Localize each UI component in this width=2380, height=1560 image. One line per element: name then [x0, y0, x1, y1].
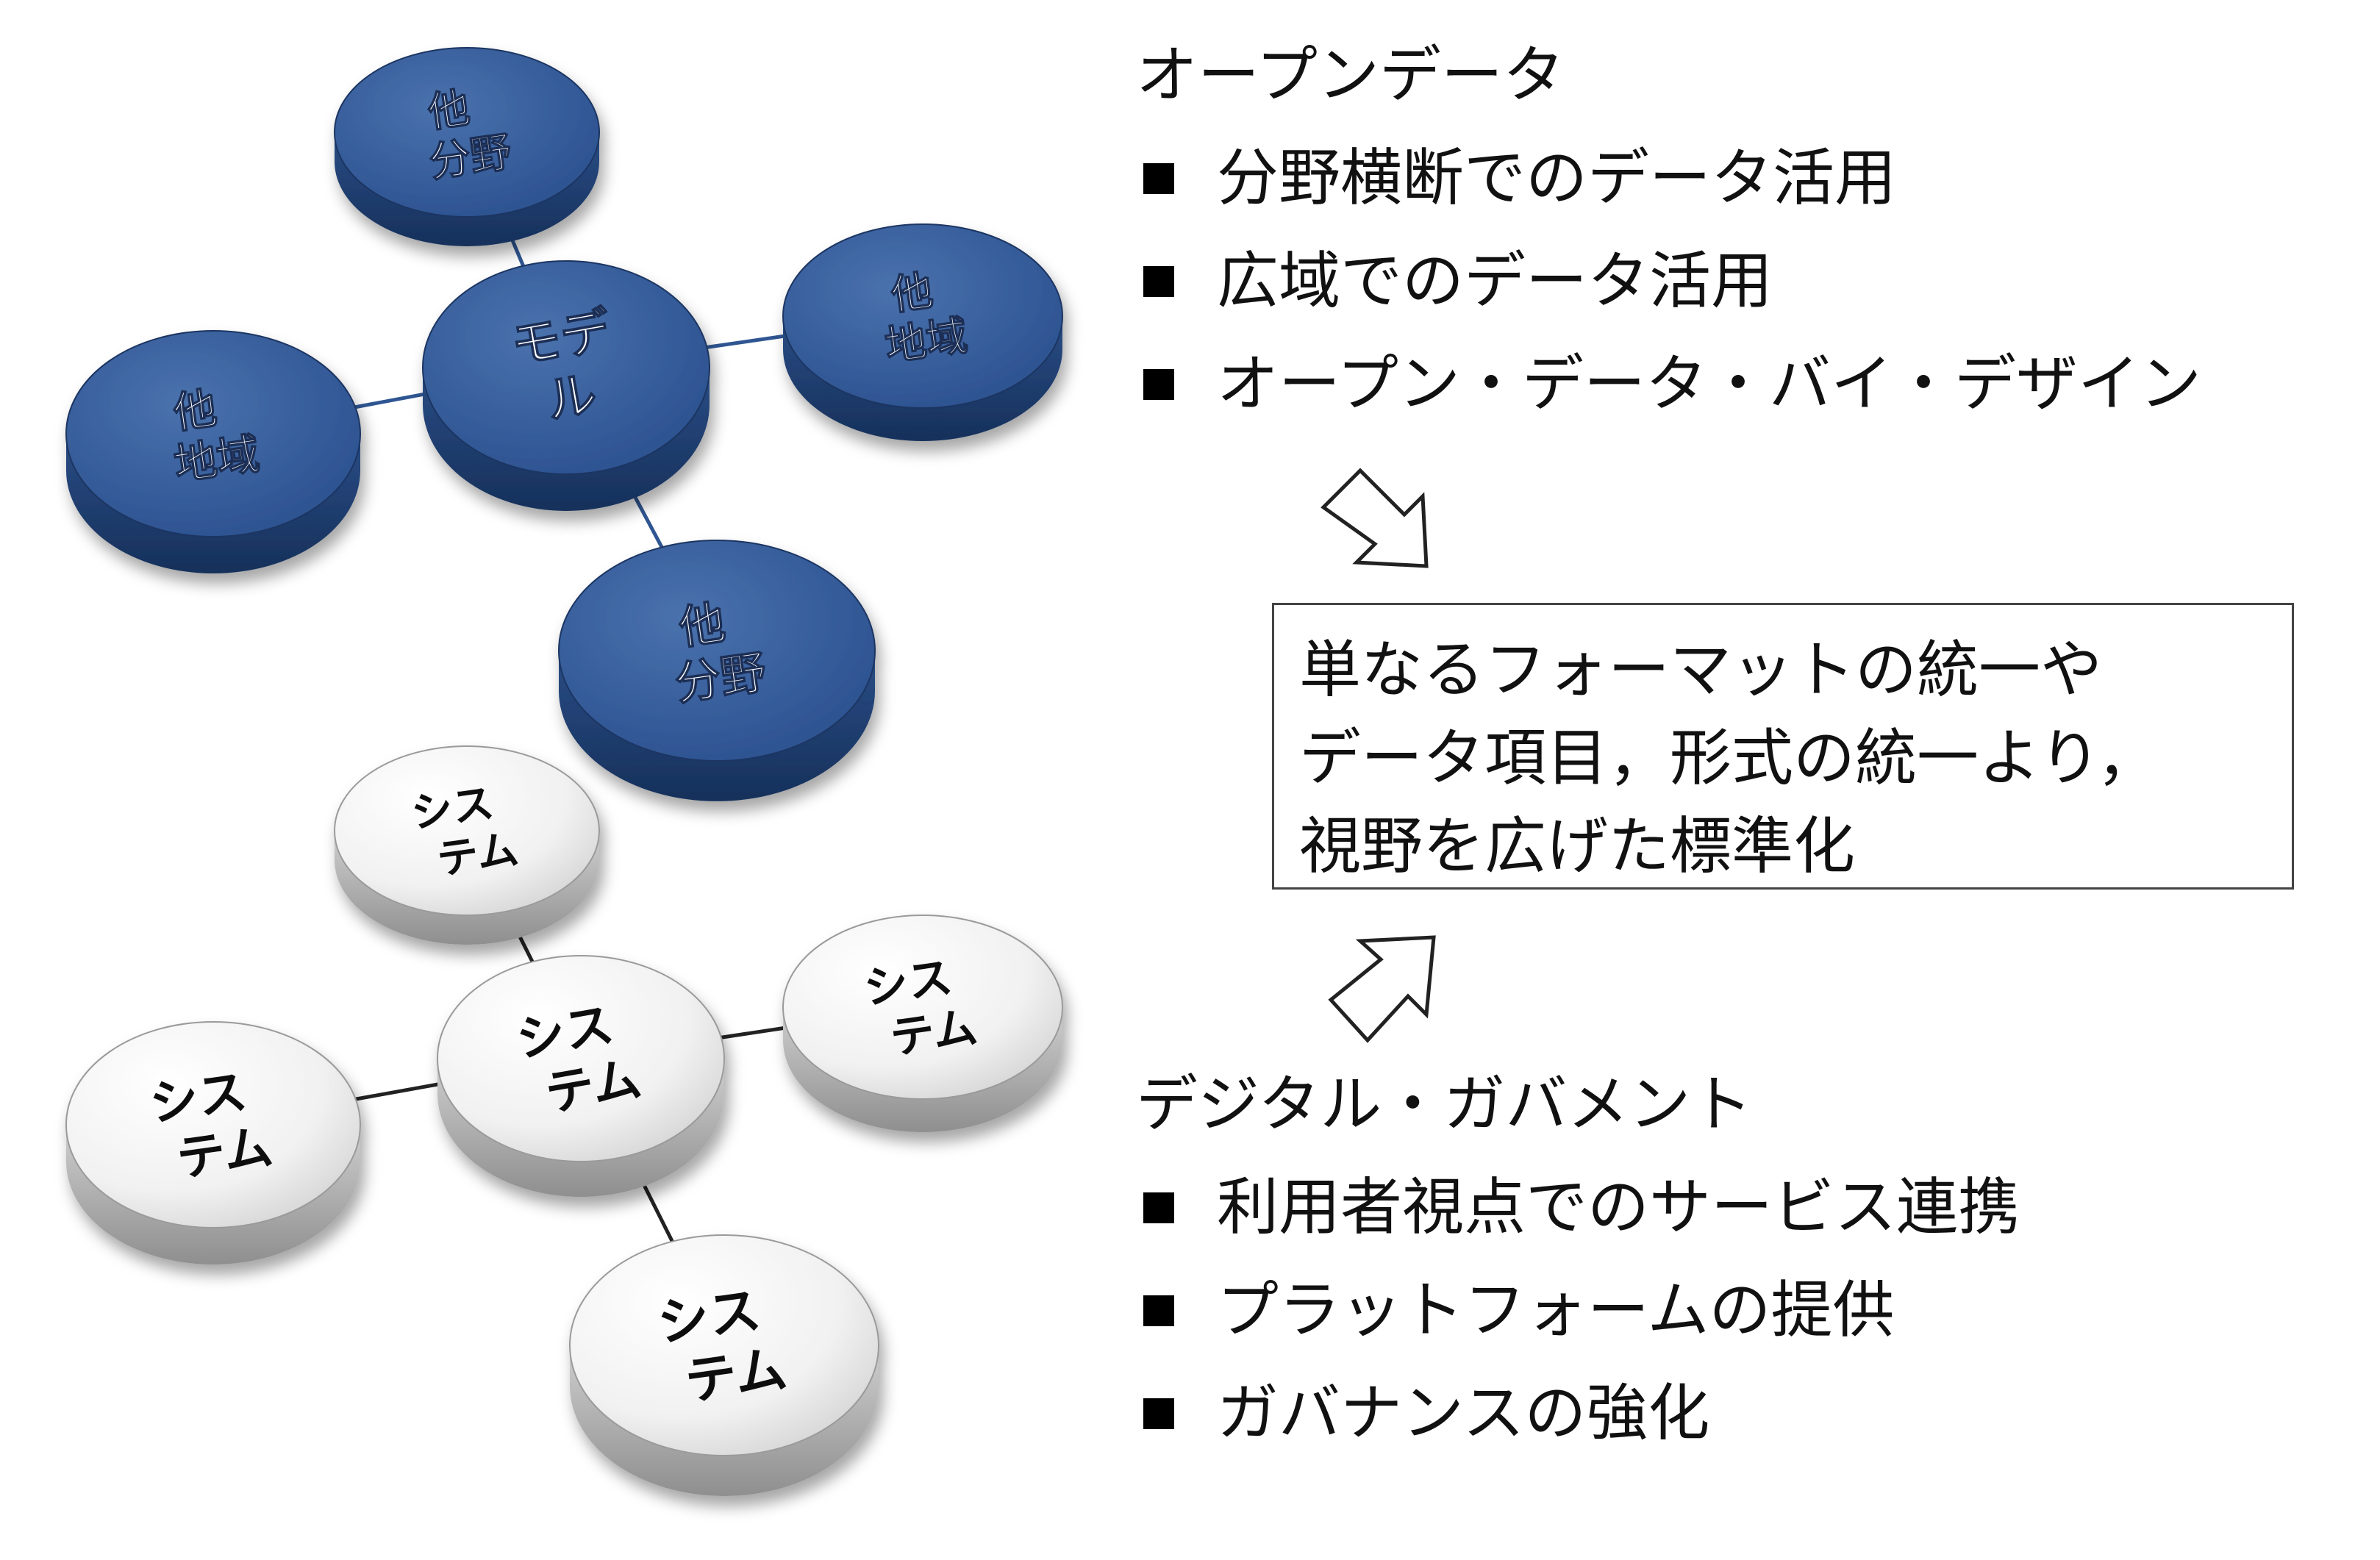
digital-government-list: 利用者視点でのサービス連携 プラットフォームの提供 ガバナンスの強化: [1143, 1176, 2020, 1485]
box-line: 単なるフォーマットの統一や: [1299, 634, 2103, 706]
list-item: 分野横断でのデータ活用: [1143, 147, 2201, 250]
open-data-item-label: 広域でのデータ活用: [1217, 245, 1773, 317]
satellite-disk-right: 他地域: [782, 223, 1063, 441]
disk-side: [335, 831, 599, 945]
disk-label: シス: [654, 1280, 764, 1354]
disk-label: テム: [887, 1001, 981, 1065]
disk-top: [782, 915, 1063, 1100]
disk-top: [334, 745, 600, 916]
disk-label: シス: [146, 1063, 250, 1133]
box-line: データ項目，形式の統一より，: [1299, 722, 2159, 794]
list-item: ガバナンスの強化: [1143, 1382, 2020, 1485]
disk-label: シス: [409, 779, 497, 838]
disk-label: 地域: [171, 429, 262, 490]
square-bullet-icon: [1143, 1398, 1174, 1429]
square-bullet-icon: [1143, 266, 1174, 297]
open-data-item-label: 分野横断でのデータ活用: [1217, 142, 1897, 214]
disk-top: [569, 1234, 879, 1456]
disk-label: ル: [542, 365, 601, 432]
disk-side: [783, 316, 1062, 441]
digital-government-item-label: 利用者視点でのサービス連携: [1217, 1171, 2020, 1243]
disk-side: [783, 1007, 1062, 1132]
disk-side: [423, 368, 710, 511]
disk-side: [437, 1059, 724, 1197]
disk-side: [66, 434, 360, 573]
disk-side: [66, 1125, 360, 1264]
open-data-list: 分野横断でのデータ活用 広域でのデータ活用 オープン・データ・バイ・デザイン: [1143, 147, 2201, 456]
digital-government-item-label: ガバナンスの強化: [1217, 1377, 1710, 1449]
disk-label: 地域: [882, 312, 971, 371]
open-data-heading: オープンデータ: [1136, 39, 1565, 111]
disk-top: [334, 47, 600, 218]
satellite-disk-left: 他地域: [65, 330, 361, 573]
list-item: 利用者視点でのサービス連携: [1143, 1176, 2020, 1279]
arrow-down-right-icon: [1321, 468, 1429, 568]
standardization-box: 単なるフォーマットの統一や データ項目，形式の統一より， 視野を広げた標準化: [1272, 603, 2294, 890]
digital-government-heading: デジタル・ガバメント: [1136, 1068, 1753, 1140]
satellite-disk-bottom: 他分野: [558, 540, 876, 801]
disk-top: [65, 1021, 361, 1228]
disk-label: 分野: [426, 128, 515, 187]
disk-label: シス: [861, 951, 956, 1015]
disk-top: [422, 260, 710, 475]
disk-label: テム: [682, 1338, 790, 1411]
list-item: 広域でのデータ活用: [1143, 250, 2201, 353]
digital-government-item-label: プラットフォームの提供: [1217, 1274, 1895, 1346]
square-bullet-icon: [1143, 369, 1174, 400]
disk-top: [437, 955, 725, 1162]
disk-label: 他: [170, 383, 220, 439]
disk-side: [335, 132, 599, 246]
disk-label: テム: [435, 826, 521, 884]
square-bullet-icon: [1143, 1192, 1174, 1223]
disk-label: 他: [675, 595, 729, 655]
square-bullet-icon: [1143, 163, 1174, 194]
disk-label: テム: [174, 1118, 276, 1187]
disk-label: 他: [424, 85, 472, 137]
list-item: オープン・データ・バイ・デザイン: [1143, 353, 2201, 456]
center-disk-model: モデル: [422, 260, 710, 511]
open-data-item-label: オープン・データ・バイ・デザイン: [1217, 348, 2201, 420]
arrow-up-right-icon: [1328, 935, 1436, 1043]
list-item: プラットフォームの提供: [1143, 1279, 2020, 1382]
disk-side: [559, 651, 875, 801]
disk-top: [65, 330, 361, 537]
disk-label: 分野: [672, 645, 770, 711]
disk-side: [570, 1345, 879, 1496]
disk-top: [782, 223, 1063, 409]
satellite-disk-top: 他分野: [334, 47, 600, 246]
disk-top: [558, 540, 876, 762]
box-line: 視野を広げた標準化: [1299, 810, 1856, 882]
disk-label: 他: [887, 267, 935, 320]
square-bullet-icon: [1143, 1295, 1174, 1326]
